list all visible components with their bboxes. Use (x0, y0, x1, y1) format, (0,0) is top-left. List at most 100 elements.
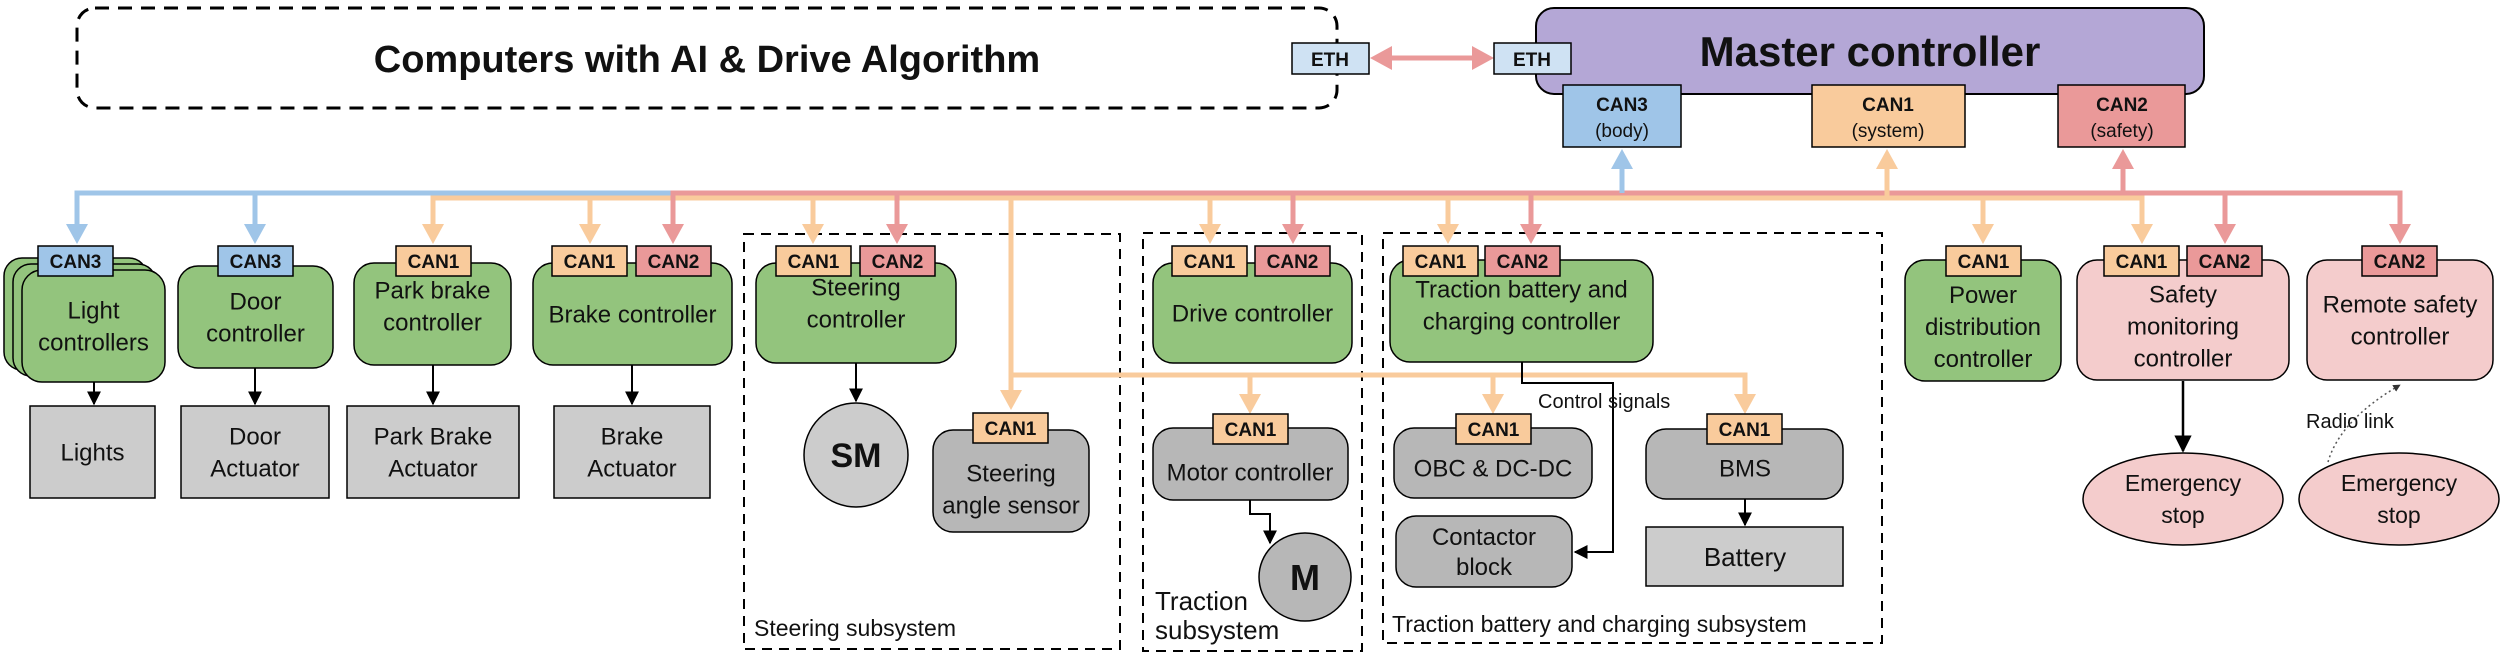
can-tag-motor-controller-label: CAN1 (1225, 420, 1277, 441)
device-emergency-stop-remote-ellipse (2298, 452, 2500, 546)
drop-can1-power-arrowhead-icon (1972, 224, 1994, 244)
device-brake-actuator-label-line-1: Brake (601, 423, 664, 450)
controller-label-safety-line-2: monitoring (2127, 313, 2239, 340)
arrow-motor-to-m (1249, 500, 1277, 545)
can-tag-traction-can2-label: CAN2 (1497, 252, 1549, 273)
device-park-brake-actuator-box (346, 405, 520, 499)
uplink-can1-arrowhead-icon (1876, 149, 1898, 169)
drop-can1-brake-arrowhead-icon (579, 224, 601, 244)
controller-box-drive (1152, 262, 1353, 364)
can-tag-bms (1706, 413, 1783, 445)
master-can1-name: CAN1 (1862, 95, 1914, 116)
controller-box-door (177, 265, 334, 369)
controller-label-steering-line-2: controller (807, 306, 906, 333)
steering-subsystem-box (743, 233, 1121, 650)
device-traction-motor: M (1258, 532, 1352, 622)
controller-label-power-line-3: controller (1934, 346, 2033, 373)
controller-label-brake-line-1: Brake controller (548, 301, 716, 328)
device-contactor-block-label-line-2: block (1456, 554, 1513, 581)
bms-label-line-1: BMS (1719, 455, 1771, 482)
can-tag-obc (1455, 413, 1532, 445)
drop-can2-safety-arrowhead-icon (2214, 224, 2236, 244)
can-tag-steering-sensor-label: CAN1 (985, 419, 1037, 440)
can-tag-door-can3-label: CAN3 (230, 252, 282, 273)
device-emergency-stop-local-label-line-2: stop (2161, 502, 2204, 528)
motor-controller-label-line-1: Motor controller (1167, 459, 1334, 486)
device-emergency-stop-remote-label-line-2: stop (2377, 502, 2420, 528)
radio-link-label: Radio link (2306, 411, 2395, 433)
master-can1-role: (system) (1852, 121, 1925, 142)
master-can-ports: CAN3 (body) CAN1 (system) CAN2 (safety) (1562, 84, 2186, 148)
drop-can1-motor-arrowhead-icon (1239, 394, 1261, 414)
steering-subsystem-label: Steering subsystem (754, 615, 956, 641)
drop-can2-remote-arrowhead-icon (2389, 224, 2411, 244)
drop-can2-steering-arrowhead-icon (886, 224, 908, 244)
master-controller-title: Master controller (1700, 28, 2041, 75)
controller-label-traction-line-1: Traction battery and (1415, 276, 1628, 303)
drop-can1-safety-arrowhead-icon (2131, 224, 2153, 244)
controller-label-park-line-1: Park brake (374, 277, 490, 304)
can-tag-brake-can1 (551, 245, 628, 277)
can-tag-drive-can1 (1171, 245, 1248, 277)
eth-arrow-right-icon (1472, 46, 1494, 70)
device-lights: Lights (29, 405, 156, 499)
drop-can1-steering-sensor-arrowhead-icon (1000, 390, 1022, 410)
can-tag-steering-can2-label: CAN2 (872, 252, 924, 273)
device-contactor-block-box (1395, 515, 1573, 588)
controller-label-drive-line-1: Drive controller (1172, 300, 1333, 327)
battery-subsystem-label: Traction battery and charging subsystem (1392, 611, 1807, 637)
traction-motor-circle (1258, 532, 1352, 622)
control-connections (87, 362, 2401, 559)
uplink-can3-arrowhead-icon (1611, 149, 1633, 169)
controller-label-steering-line-1: Steering (811, 274, 900, 301)
control-signals-label: Control signals (1538, 391, 1670, 413)
battery-label: Battery (1704, 542, 1786, 572)
can-tag-drive-can1-label: CAN1 (1184, 252, 1236, 273)
controller-label-power-line-1: Power (1949, 282, 2017, 309)
can-tag-power-can1-label: CAN1 (1958, 252, 2010, 273)
can-tag-traction-can1 (1402, 245, 1479, 277)
drop-can3-light-arrowhead-icon (66, 224, 88, 244)
can-tag-drive-can2 (1254, 245, 1331, 277)
device-steering-motor: SM (803, 402, 909, 508)
eth-port-computers-label: ETH (1311, 50, 1349, 71)
can-tag-traction-can2 (1484, 245, 1561, 277)
drop-can1-bms-arrowhead-icon (1734, 394, 1756, 414)
can-tag-steering-can1 (775, 245, 852, 277)
controller-brake: Brake controller CAN1 CAN2 (532, 245, 733, 366)
can-tag-brake-can1-label: CAN1 (564, 252, 616, 273)
can-tag-remote-can2 (2361, 245, 2438, 277)
device-brake-actuator-label-line-2: Actuator (587, 455, 676, 482)
master-controller: Master controller (1535, 7, 2205, 95)
can-tag-obc-label: CAN1 (1468, 420, 1520, 441)
device-brake-actuator-box (553, 405, 711, 499)
can-tag-motor-controller (1212, 413, 1289, 445)
traction-subsystem-label-line2: subsystem (1155, 615, 1279, 645)
computers-block: Computers with AI & Drive Algorithm (75, 6, 1339, 110)
can-tag-light-can3 (37, 245, 114, 277)
can-tag-brake-can2-label: CAN2 (648, 252, 700, 273)
drop-can1-traction-arrowhead-icon (1437, 224, 1459, 244)
can-tag-traction-can1-label: CAN1 (1415, 252, 1467, 273)
eth-arrow-left-icon (1370, 46, 1392, 70)
drop-can1-park-arrowhead-icon (422, 224, 444, 244)
master-can3-role: (body) (1595, 121, 1649, 142)
can-tag-safety-can2-label: CAN2 (2199, 252, 2251, 273)
controller-label-door-line-2: controller (206, 320, 305, 347)
can-tag-safety-can2 (2186, 245, 2263, 277)
can-tag-power-can1 (1945, 245, 2022, 277)
device-battery: Battery (1645, 526, 1844, 587)
traction-subsystem-box (1142, 232, 1363, 652)
controller-box-light (21, 269, 166, 383)
battery-box (1645, 526, 1844, 587)
